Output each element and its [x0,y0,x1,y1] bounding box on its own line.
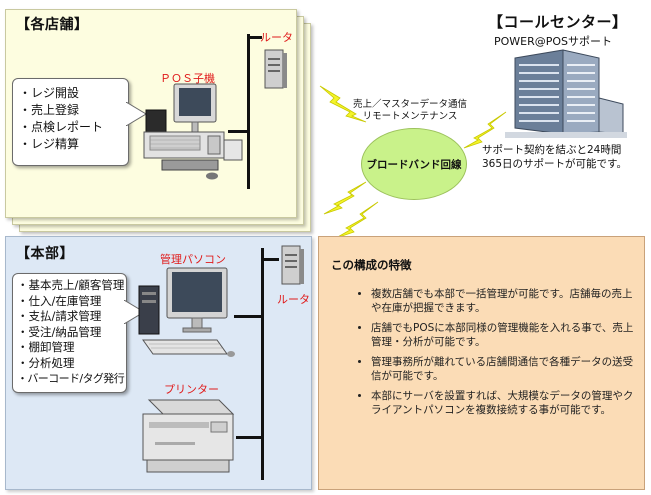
broadband-cloud: ブロードバンド回線 [361,128,467,200]
list-item: 管理事務所が離れている店舗間通信で各種データの送受信が可能です。 [371,355,637,383]
callout-pointer-icon [126,102,146,126]
callout-pointer-icon [124,300,144,324]
store-pos-link [228,130,248,133]
store-router-label: ルータ [260,31,293,44]
list-item: ・レジ精算 [19,137,80,151]
store-functions-callout: ・レジ開設 ・売上登録 ・点検レポート ・レジ精算 [12,78,129,166]
features-list: 複数店舗でも本部で一括管理が可能です。店舗毎の売上や在庫が把握できます。 店舗で… [353,287,637,423]
list-item: ・受注/納品管理 [17,324,102,339]
list-item: ・売上登録 [19,103,80,117]
store-router-link [247,36,262,39]
features-panel: この構成の特徴 複数店舗でも本部で一括管理が可能です。店舗毎の売上や在庫が把握で… [318,236,645,490]
communication-note-line-1: 売上／マスターデータ通信 [353,99,468,110]
hq-title: 【本部】 [16,246,74,262]
list-item: ・バーコード/タグ発行 [17,372,125,385]
printer-icon [142,399,235,473]
callcenter-subtitle: POWER@POSサポート [494,35,613,48]
store-router-icon [264,49,287,89]
printer-label: プリンター [164,383,219,396]
hq-router-icon [281,245,304,285]
pc-label: 管理パソコン [160,253,226,266]
hq-router-label: ルータ [277,293,310,306]
pos-terminal-icon [143,83,243,180]
store-network-line [247,34,250,189]
lightning-icon-hq [335,201,379,239]
lightning-icon-store-lower [323,181,367,215]
lightning-icon-callcenter [463,111,507,149]
callcenter-title: 【コールセンター】 [488,13,628,31]
list-item: ・レジ開設 [19,86,80,100]
broadband-label: ブロードバンド回線 [366,158,462,171]
features-title: この構成の特徴 [331,258,412,272]
list-item: ・支払/請求管理 [17,309,102,323]
list-item: 複数店舗でも本部で一括管理が可能です。店舗毎の売上や在庫が把握できます。 [371,287,637,315]
hq-router-link [261,258,279,261]
list-item: ・分析処理 [17,355,75,370]
lightning-icon-store [319,85,367,123]
hq-functions-callout: ・基本売上/顧客管理 ・仕入/在庫管理 ・支払/請求管理 ・受注/納品管理 ・棚… [12,273,127,393]
list-item: ・点検レポート [19,120,104,134]
store-title: 【各店舗】 [16,17,89,33]
communication-note: 売上／マスターデータ通信 リモートメンテナンス [353,99,467,123]
hq-printer-link [236,436,262,439]
callcenter-note-line-2: 365日のサポートが可能です。 [482,158,627,170]
list-item: ・仕入/在庫管理 [17,293,102,308]
communication-note-line-2: リモートメンテナンス [362,111,458,122]
callcenter-note: サポート契約を結ぶと24時間 365日のサポートが可能です。 [482,143,627,171]
list-item: ・棚卸管理 [17,340,75,354]
pos-label: ＰＯＳ子機 [160,72,215,85]
callcenter-note-line-1: サポート契約を結ぶと24時間 [482,144,622,156]
management-pc-icon [138,267,235,357]
list-item: 本部にサーバを設置すれば、大規模なデータの管理やクライアントパソコンを複数接続す… [371,389,637,417]
list-item: 店舗でもPOSに本部同様の管理機能を入れる事で、売上管理・分析が可能です。 [371,321,637,349]
list-item: ・基本売上/顧客管理 [17,278,125,292]
hq-network-line [261,248,264,480]
office-building-icon [505,49,627,138]
hq-pc-link [234,315,262,318]
